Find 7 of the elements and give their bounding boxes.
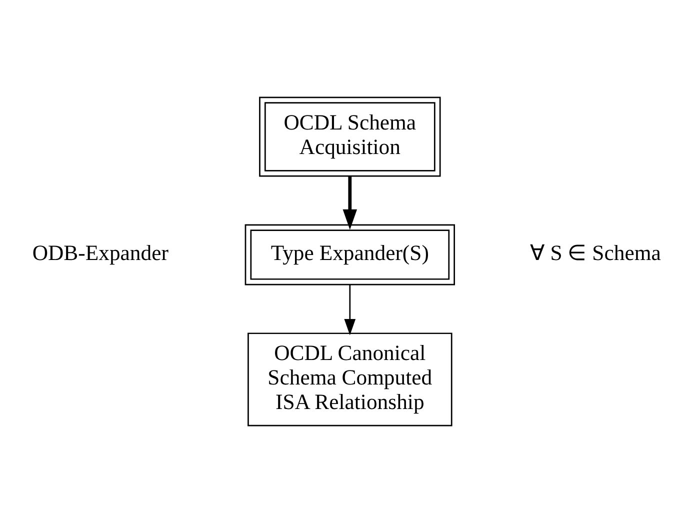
arrow <box>342 176 358 230</box>
label: ∀ S ∈ Schema <box>530 240 661 265</box>
node-box: Type Expander(S) <box>244 224 455 286</box>
node-box: OCDL Canonical Schema Computed ISA Relationship <box>248 332 452 426</box>
arrow <box>344 285 356 336</box>
node-box: OCDL Schema Acquisition <box>259 96 441 177</box>
label: ODB-Expander <box>32 240 168 265</box>
